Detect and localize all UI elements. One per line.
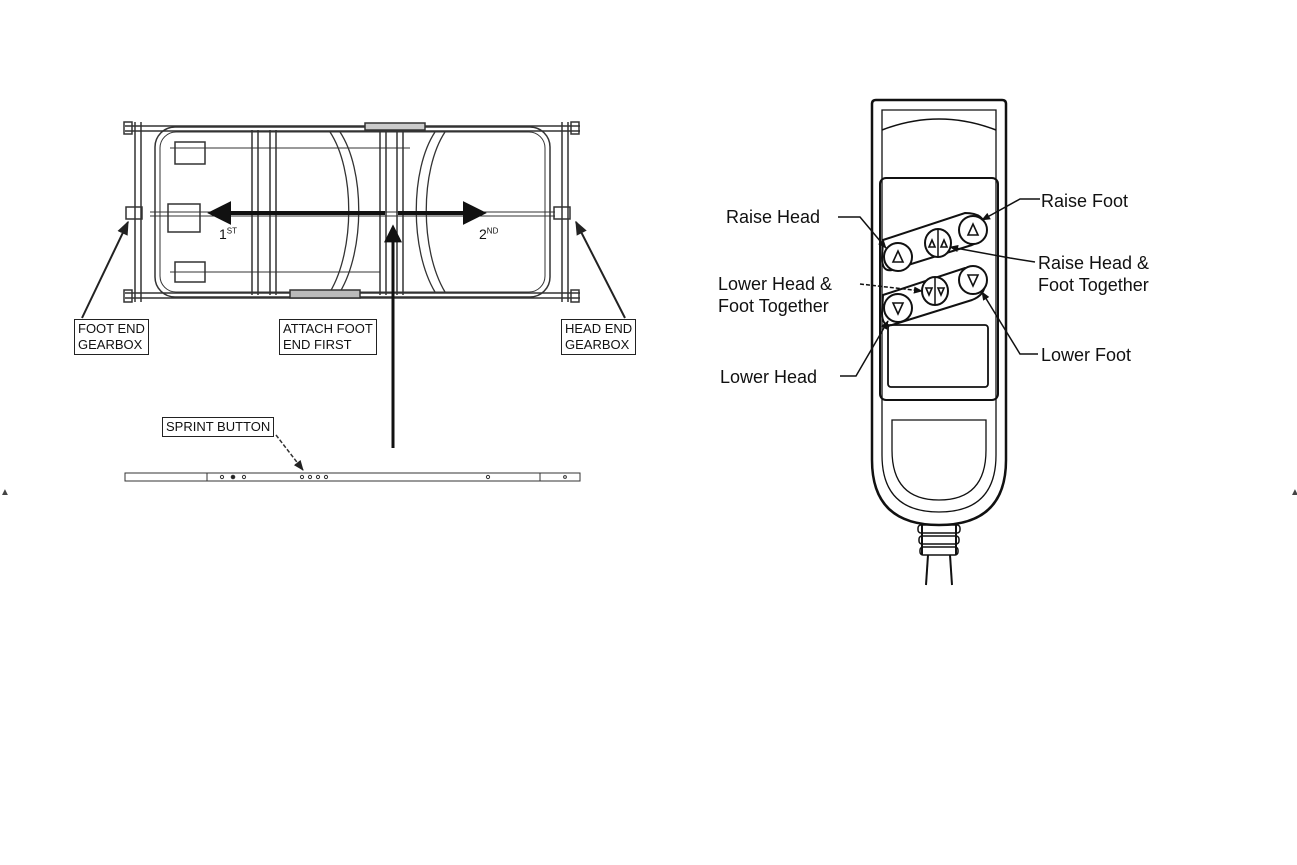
crop-mark-right: ▲ <box>1290 488 1296 498</box>
raise-head-leader <box>838 217 886 248</box>
head-end-gearbox-label: HEAD END GEARBOX <box>561 319 636 355</box>
foot-gearbox-leader <box>82 222 128 318</box>
hand-pendant-diagram: Raise Head Raise Foot Raise Head & Foot … <box>660 0 1297 600</box>
raise-both-button[interactable] <box>925 229 951 257</box>
lower-foot-button[interactable] <box>959 266 987 294</box>
lower-both-button[interactable] <box>922 277 948 305</box>
lower-head-callout: Lower Head <box>720 366 817 388</box>
raise-head-foot-together-callout: Raise Head & Foot Together <box>1038 252 1149 296</box>
lower-foot-callout: Lower Foot <box>1041 344 1131 366</box>
second-order-suffix: ND <box>487 226 499 235</box>
first-order-label: 1ST <box>219 226 237 242</box>
raise-head-button[interactable] <box>884 243 912 271</box>
sprint-button-leader <box>276 435 303 470</box>
bed-frame-drawing <box>0 0 660 600</box>
bed-frame-diagram: FOOT END GEARBOX ATTACH FOOT END FIRST H… <box>0 0 660 600</box>
first-order-suffix: ST <box>227 226 237 235</box>
remote-body <box>872 100 1006 585</box>
lower-head-foot-together-callout: Lower Head & Foot Together <box>718 273 832 317</box>
attach-foot-end-first-label: ATTACH FOOT END FIRST <box>279 319 377 355</box>
raise-both-leader <box>950 247 1035 262</box>
second-order-number: 2 <box>479 226 487 242</box>
first-order-number: 1 <box>219 226 227 242</box>
lower-foot-leader <box>982 292 1038 354</box>
sprint-button-label: SPRINT BUTTON <box>162 417 274 437</box>
head-gearbox-leader <box>576 222 625 318</box>
raise-foot-leader <box>982 199 1040 220</box>
foot-end-gearbox-label: FOOT END GEARBOX <box>74 319 149 355</box>
raise-foot-callout: Raise Foot <box>1041 190 1128 212</box>
crop-mark-left: ▲ <box>0 488 6 498</box>
raise-head-callout: Raise Head <box>726 206 820 228</box>
second-order-label: 2ND <box>479 226 498 242</box>
sprint-bar <box>125 473 580 481</box>
lower-head-button[interactable] <box>884 294 912 322</box>
